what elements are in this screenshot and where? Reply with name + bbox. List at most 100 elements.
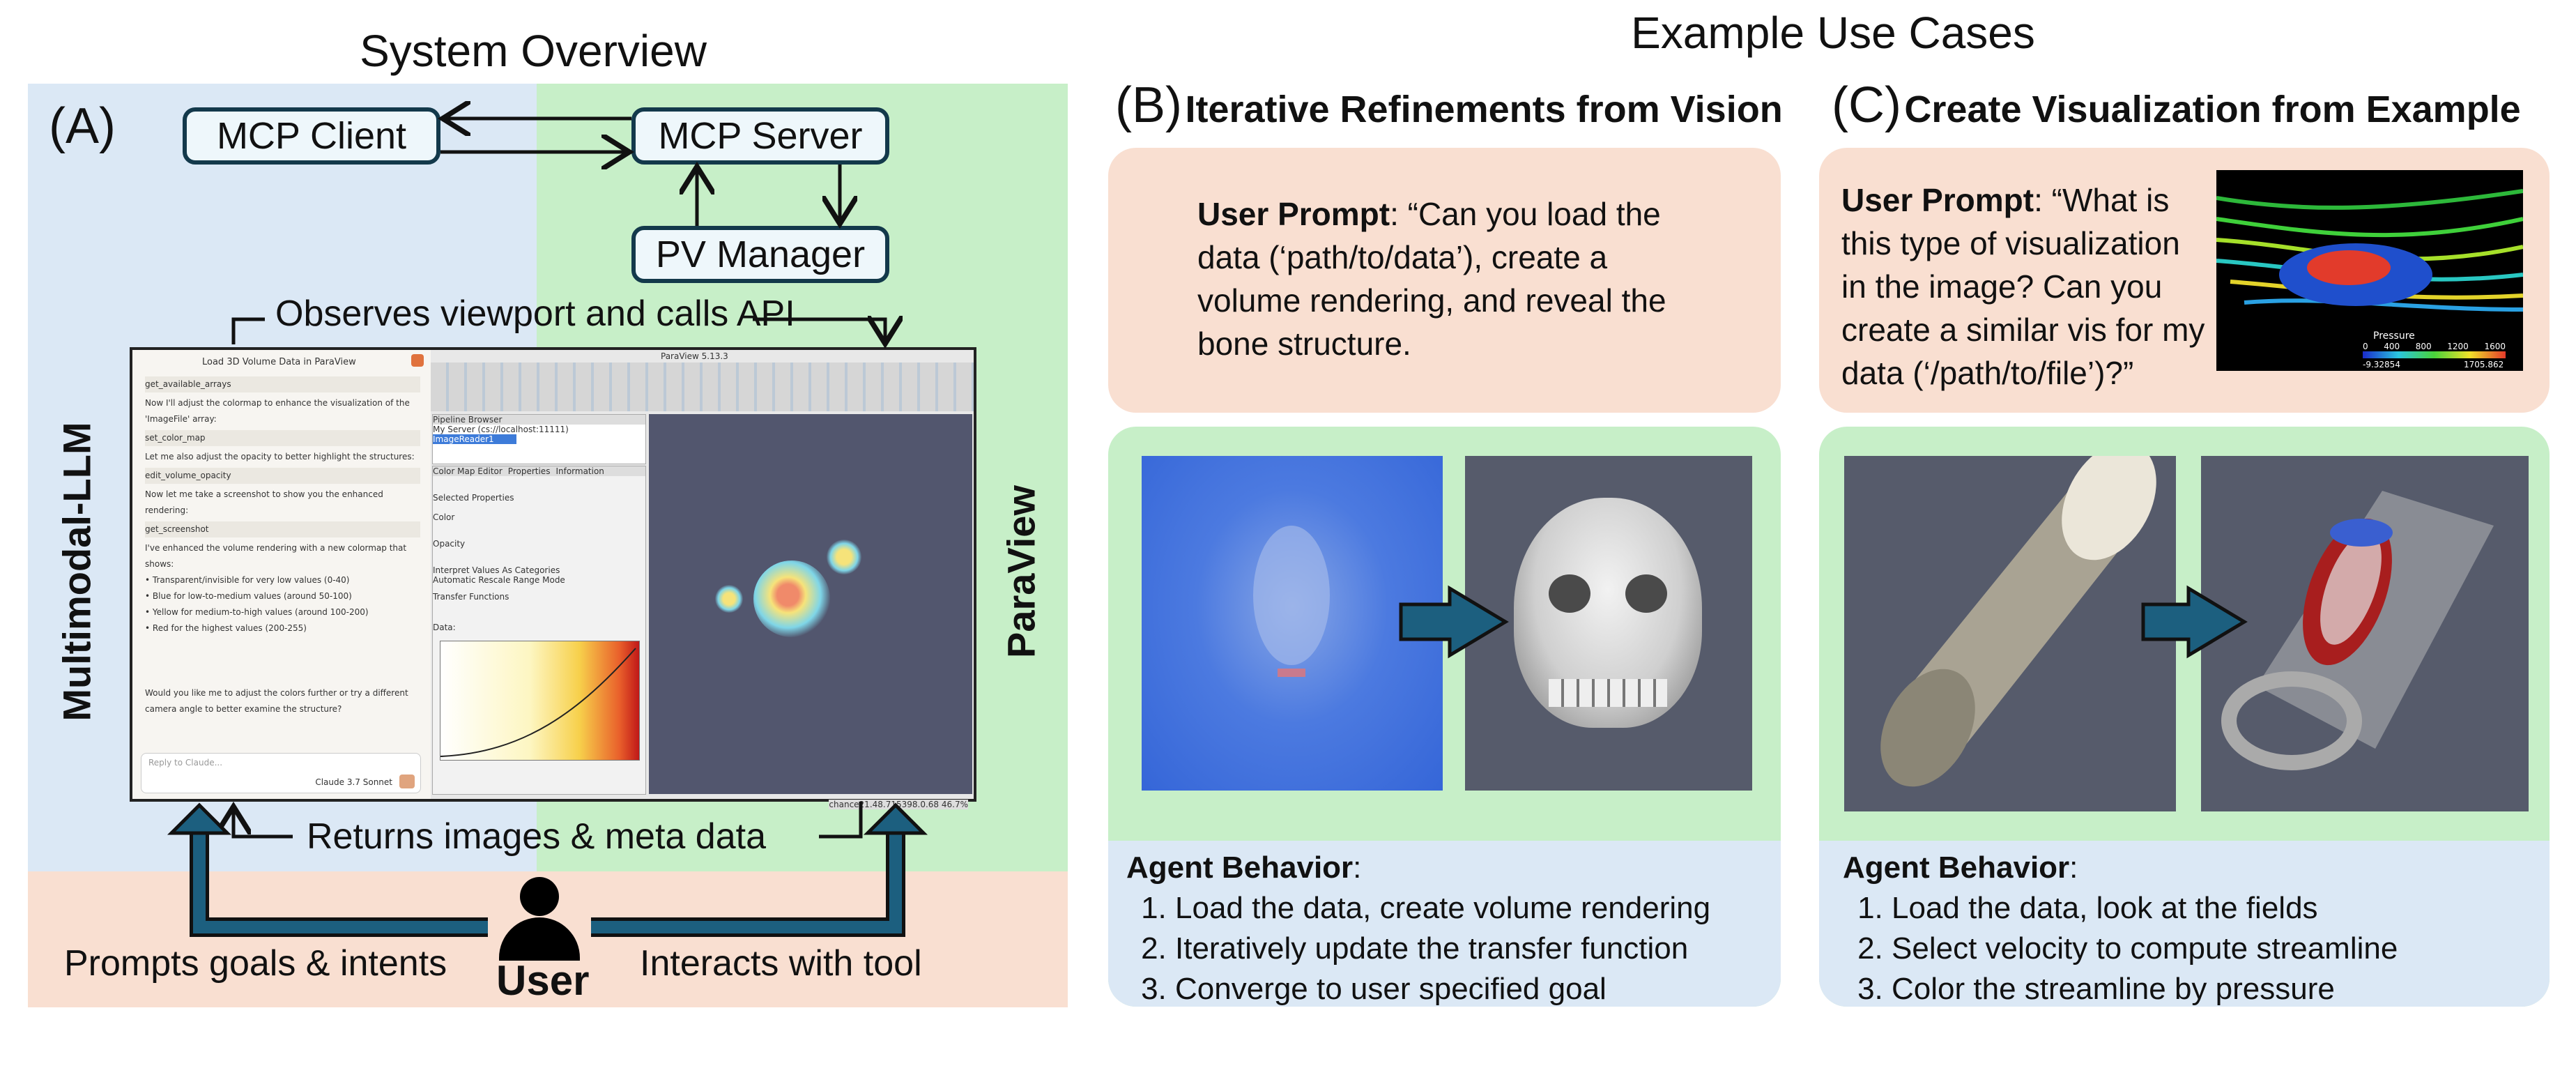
b-transition-arrow — [1399, 585, 1509, 659]
observes-arrow — [231, 319, 885, 344]
mcp-client-box: MCP Client — [183, 107, 440, 165]
prop-rescale[interactable]: Automatic Rescale Range Mode — [433, 575, 565, 585]
legend-max: 1705.862 — [2464, 360, 2504, 369]
chat-reply-box[interactable]: Reply to Claude... Claude 3.7 Sonnet — [141, 753, 421, 793]
car-streamline-image: Pressure 0 400 800 1200 1600 -9.32854 17… — [2216, 170, 2523, 371]
interacts-arrowhead — [863, 802, 928, 835]
b-agent-behavior: Agent Behavior: Load the data, create vo… — [1108, 841, 1781, 1007]
send-button[interactable] — [399, 775, 415, 788]
volume-render-blob — [827, 540, 861, 574]
legend-tick: 400 — [2384, 342, 2400, 351]
c-agent-head: Agent Behavior — [1843, 850, 2070, 885]
streamlines — [2216, 189, 2523, 312]
prompts-label: Prompts goals & intents — [64, 943, 447, 984]
returns-arrow — [233, 802, 863, 837]
b-step: Iteratively update the transfer function — [1175, 929, 1763, 969]
screenshot-composite: Load 3D Volume Data in ParaView get_avai… — [130, 347, 976, 809]
eye-socket — [1549, 574, 1590, 613]
c-step: Select velocity to compute streamline — [1892, 929, 2526, 969]
prop-color[interactable]: Color — [433, 512, 455, 522]
tab-properties[interactable]: Properties — [507, 466, 551, 476]
selected-properties: Selected Properties — [433, 493, 514, 503]
chat-line: get_screenshot — [145, 521, 420, 537]
legend-tick: 1200 — [2447, 342, 2469, 351]
paraview-window-title: ParaView 5.13.3 — [661, 351, 728, 361]
chat-line: • Transparent/invisible for very low val… — [145, 575, 350, 585]
prop-data: Data: — [433, 623, 456, 632]
chat-line: Now I'll adjust the colormap to enhance … — [145, 398, 410, 424]
cylinder-shape — [1880, 456, 2156, 787]
chat-reply-placeholder: Reply to Claude... — [148, 758, 223, 768]
c-transition-arrow — [2141, 585, 2248, 659]
panel-c-label: (C) — [1832, 77, 1901, 133]
pressure-colorbar — [2363, 351, 2506, 358]
b-step: Converge to user specified goal — [1175, 969, 1763, 1007]
panel-b-label: (B) — [1115, 77, 1182, 133]
panel-c-title: Create Visualization from Example — [1904, 89, 2521, 130]
c-steps: Load the data, look at the fields Select… — [1843, 888, 2526, 1007]
eye-socket — [1625, 574, 1667, 613]
b-agent-head: Agent Behavior — [1126, 850, 1354, 885]
color-map-editor[interactable]: Color Map Editor Properties Information … — [432, 466, 646, 795]
prompts-arrowhead — [167, 802, 232, 835]
c-step: Load the data, look at the fields — [1892, 888, 2526, 929]
c-prompt-card: User Prompt: “What is this type of visua… — [1819, 148, 2550, 413]
c-result-card: Agent Behavior: Load the data, look at t… — [1819, 427, 2550, 1007]
b-prompt-body: : “Can you load the data (‘path/to/data’… — [1197, 196, 1666, 362]
panel-b-title: Iterative Refinements from Vision — [1185, 89, 1783, 130]
c-prompt-body: : “What is this type of visualization in… — [1841, 182, 2205, 391]
user-label: User — [496, 957, 590, 1004]
chat-line: • Yellow for medium-to-high values (arou… — [145, 607, 369, 617]
volume-render-blob — [753, 560, 830, 637]
mcp-server-box: MCP Server — [631, 107, 889, 165]
chat-line: edit_volume_opacity — [145, 468, 420, 484]
legend-title: Pressure — [2373, 330, 2415, 342]
chat-window-title: Load 3D Volume Data in ParaView — [202, 357, 356, 367]
editor-tabs: Color Map Editor Properties Information — [433, 466, 645, 476]
legend-ticks: 0 400 800 1200 1600 — [2363, 342, 2506, 351]
teeth — [1549, 679, 1667, 707]
b-prompt-text: User Prompt: “Can you load the data (‘pa… — [1197, 192, 1706, 365]
legend-tick: 0 — [2363, 342, 2368, 351]
prompts-arrow — [190, 830, 488, 937]
b-steps: Load the data, create volume rendering I… — [1126, 888, 1763, 1007]
transfer-function-editor[interactable] — [440, 641, 640, 761]
tab-information[interactable]: Information — [555, 466, 604, 476]
prop-opacity[interactable]: Opacity — [433, 539, 466, 549]
render-view[interactable]: chance21.48.715398.0.68 46.7% — [649, 414, 972, 809]
paraview-toolbar[interactable] — [431, 363, 974, 411]
streamline-render — [2201, 456, 2529, 811]
c-agent-behavior: Agent Behavior: Load the data, look at t… — [1819, 841, 2550, 1007]
use-cases-title: Example Use Cases — [1631, 8, 2035, 58]
c-prompt-text: User Prompt: “What is this type of visua… — [1841, 178, 2211, 395]
c-prompt-head: User Prompt — [1841, 182, 2034, 218]
b-prompt-head: User Prompt — [1197, 196, 1390, 232]
cylinder-render — [1844, 456, 2176, 811]
tab-color-map-editor[interactable]: Color Map Editor — [433, 466, 503, 476]
legend-min: -9.32854 — [2363, 360, 2400, 369]
pipeline-server[interactable]: My Server (cs://localhost:11111) — [433, 425, 569, 434]
b-result-card: Agent Behavior: Load the data, create vo… — [1108, 427, 1781, 1007]
cylinder-streamlines — [2221, 491, 2494, 770]
pipeline-reader[interactable]: ImageReader1 — [433, 434, 516, 444]
prop-transfer: Transfer Functions — [433, 592, 509, 602]
pipeline-browser[interactable]: Pipeline Browser My Server (cs://localho… — [432, 414, 646, 464]
b-prompt-card: User Prompt: “Can you load the data (‘pa… — [1108, 148, 1781, 413]
returns-label: Returns images & meta data — [307, 816, 766, 857]
chat-close-button[interactable] — [411, 354, 424, 367]
chat-model-label[interactable]: Claude 3.7 Sonnet — [315, 777, 392, 787]
pipeline-title: Pipeline Browser — [433, 415, 645, 425]
prop-categories[interactable]: Interpret Values As Categories — [433, 565, 560, 575]
b-step: Load the data, create volume rendering — [1175, 888, 1763, 929]
face-silhouette — [1253, 526, 1330, 665]
legend-tick: 1600 — [2484, 342, 2506, 351]
user-icon — [498, 877, 581, 961]
chat-line: Let me also adjust the opacity to better… — [145, 452, 415, 461]
volume-render-blob — [715, 585, 743, 613]
skull-volume-final — [1465, 456, 1752, 791]
chat-line: set_color_map — [145, 430, 420, 446]
chat-line: get_available_arrays — [145, 376, 420, 392]
legend-tick: 800 — [2415, 342, 2432, 351]
chat-line: • Red for the highest values (200-255) — [145, 623, 307, 633]
